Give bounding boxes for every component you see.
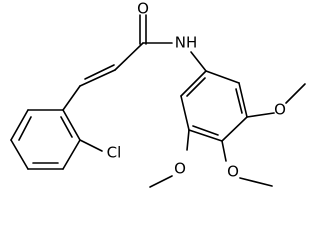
methoxy-groups: [149, 83, 306, 188]
ring-b-inner-double-bond: [235, 88, 243, 114]
vinyl-linker: [62, 42, 144, 111]
ring-to-vinyl-bond: [62, 85, 81, 111]
chlorophenyl-ring: [10, 109, 81, 170]
ring-b-bond: [205, 70, 240, 84]
carbonyl-oxygen-label: O: [137, 0, 149, 18]
methoxy-right-o-ch3-bond: [285, 83, 306, 104]
ring-b-bond: [180, 70, 207, 97]
amide-group: [139, 14, 207, 72]
ring-b-bond: [238, 82, 248, 118]
ring-a-bond: [62, 139, 81, 170]
atom-labels: O NH Cl O O O: [107, 0, 286, 181]
amide-nitrogen-label: NH: [175, 34, 198, 52]
ring-b-inner-double-bond: [192, 125, 219, 136]
ring-a-inner-double-bond: [18, 116, 32, 141]
methoxy-para-ring-o-bond: [221, 140, 227, 162]
ring-a-bond: [10, 109, 29, 141]
ring-b-bond: [188, 129, 223, 142]
chemical-structure-drawing: O NH Cl O O O: [10, 0, 306, 188]
methoxy-left-ring-o-bond: [186, 129, 190, 151]
ring-a-inner-double-bond: [60, 116, 73, 138]
methoxy-oxygen-left-label: O: [174, 160, 186, 178]
trans-double-bond-inner: [84, 64, 115, 80]
methoxy-oxygen-para-label: O: [227, 163, 239, 181]
methoxy-oxygen-right-label: O: [274, 101, 286, 119]
trimethoxyphenyl-ring: [180, 70, 248, 142]
vinyl-to-carbonyl-bond: [114, 42, 144, 71]
ring-a-bond: [62, 109, 81, 141]
ring-b-bond: [221, 116, 248, 142]
chlorine-label: Cl: [107, 144, 122, 162]
ring-a-bond: [10, 139, 29, 170]
ring-b-bond: [180, 95, 190, 131]
ring-b-inner-double-bond: [186, 77, 206, 97]
methoxy-right-ring-o-bond: [246, 112, 275, 118]
c-cl-bond: [79, 139, 103, 152]
nitrogen-to-ring-bond: [190, 51, 207, 72]
methoxy-para-o-ch3-bond: [239, 177, 273, 187]
trans-double-bond: [79, 69, 116, 87]
methoxy-left-o-ch3-bond: [149, 175, 173, 188]
